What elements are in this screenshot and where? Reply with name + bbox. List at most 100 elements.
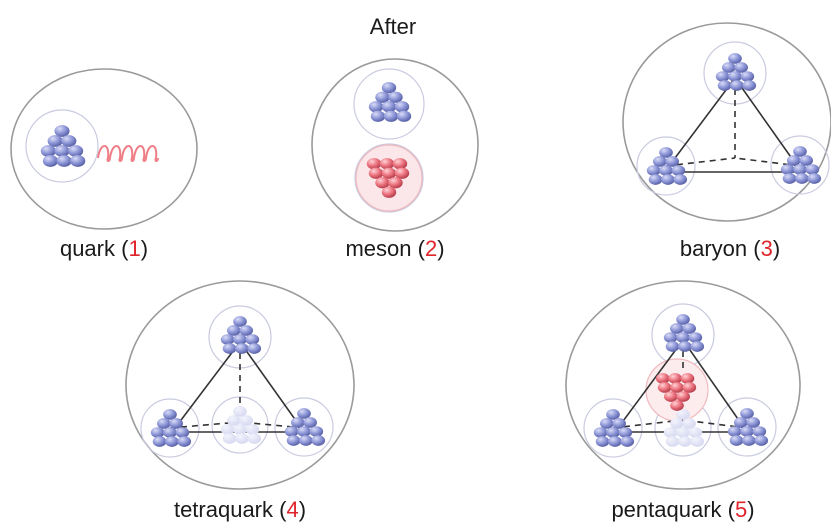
- tetraquark-left-cluster-ball: [163, 427, 177, 438]
- tetraquark-center-cluster-ball: [226, 415, 241, 426]
- meson-antiquark-cluster-ball: [379, 158, 395, 170]
- quark-cluster-ball: [54, 145, 70, 157]
- tetraquark-left-cluster-ball: [169, 418, 184, 429]
- meson-quark-sphere: [353, 68, 425, 140]
- meson-antiquark-cluster-ball: [375, 177, 390, 189]
- pentaquark-right-cluster-ball: [729, 435, 744, 446]
- baryon-right-cluster-ball: [795, 173, 809, 184]
- tetraquark-hadron-boundary: [125, 280, 355, 490]
- meson-quark-cluster-ball: [383, 110, 399, 122]
- quark-cluster-ball: [70, 155, 86, 167]
- pentaquark-antiquark-cluster-ball: [676, 391, 691, 402]
- tetraquark-left-sphere: [140, 398, 200, 458]
- pentaquark-center-cluster-ball: [669, 418, 684, 429]
- tetraquark-left-cluster-ball: [177, 436, 192, 447]
- pentaquark-right-cluster-ball: [752, 426, 767, 437]
- tetraquark-right-cluster-ball: [309, 426, 324, 437]
- tetraquark-left-cluster-ball: [175, 427, 190, 438]
- baryon-top-cluster-ball: [734, 62, 749, 73]
- tetraquark-right-cluster-ball: [311, 435, 326, 446]
- caption-baryon-name: baryon: [679, 236, 748, 261]
- baryon-top-cluster-ball: [728, 53, 742, 64]
- tetraquark-center-cluster-ball: [233, 424, 247, 435]
- caption-tetraquark-number: 4: [286, 497, 299, 522]
- pentaquark-center-cluster: [663, 409, 705, 447]
- caption-tetraquark: tetraquark (4): [173, 497, 307, 522]
- meson-quark-cluster-ball: [381, 101, 397, 113]
- pentaquark-antiquark-cluster-ball: [680, 373, 695, 384]
- pentaquark-left-cluster-ball: [606, 427, 620, 438]
- caption-quark-number: 1: [128, 236, 141, 261]
- pentaquark-string-right: [682, 339, 748, 433]
- tetraquark-top-cluster-ball: [233, 316, 247, 327]
- tetraquark-right-cluster-ball: [284, 426, 299, 437]
- baryon-left-cluster-ball: [648, 174, 663, 185]
- baryon-left-cluster-ball: [646, 165, 661, 176]
- pentaquark-left-cluster-ball: [618, 427, 633, 438]
- tetraquark-left-cluster-ball: [152, 436, 167, 447]
- pentaquark-antiquark-cluster-ball: [668, 373, 682, 384]
- tetraquark-center-cluster-ball: [220, 424, 235, 435]
- pentaquark-right-cluster-ball: [727, 426, 742, 437]
- baryon-left-cluster-ball: [652, 156, 667, 167]
- pentaquark-antiquark-cluster-ball: [670, 400, 684, 411]
- tetraquark-right-sphere: [274, 397, 334, 457]
- tetraquark-top-cluster-ball: [247, 343, 262, 354]
- baryon-top-cluster-ball: [730, 80, 744, 91]
- quark-cluster-ball: [61, 135, 77, 147]
- baryon-left-cluster-ball: [673, 174, 688, 185]
- pentaquark-top-cluster-ball: [676, 314, 690, 325]
- pentaquark-top-cluster-ball: [663, 332, 678, 343]
- pentaquark-top-cluster: [663, 314, 705, 352]
- pentaquark-antiquark-cluster-ball: [657, 382, 672, 393]
- tetraquark-left-cluster-ball: [163, 409, 177, 420]
- figure-title: After: [369, 14, 417, 39]
- tetraquark-top-cluster-ball: [220, 334, 235, 345]
- meson-quark-cluster-ball: [381, 82, 397, 94]
- pentaquark-center-cluster-ball: [663, 427, 678, 438]
- tetraquark-center-cluster-ball: [239, 415, 254, 426]
- tetraquark-right-cluster-ball: [297, 426, 311, 437]
- caption-meson-number: 2: [424, 236, 438, 261]
- baryon-left-cluster-ball: [671, 165, 686, 176]
- tetraquark-string-left: [171, 341, 241, 433]
- baryon-right-cluster-ball: [786, 155, 801, 166]
- baryon-left-cluster-ball: [665, 156, 680, 167]
- pentaquark-center-cluster-ball: [676, 409, 690, 420]
- pentaquark-right-cluster-ball: [754, 435, 769, 446]
- tetraquark-top-cluster: [220, 316, 262, 354]
- pentaquark-right-cluster-ball: [733, 417, 748, 428]
- baryon-top-cluster-ball: [717, 80, 732, 91]
- pentaquark-left-cluster: [593, 409, 635, 447]
- pentaquark-antiquark-cluster-ball: [682, 382, 697, 393]
- caption-baryon-number: 3: [760, 236, 773, 261]
- tetraquark-top-cluster-ball: [235, 343, 249, 354]
- tetraquark-right-cluster-ball: [303, 417, 318, 428]
- meson-antiquark-cluster-ball: [381, 167, 397, 179]
- baryon-right-cluster-ball: [793, 146, 807, 157]
- pentaquark-top-cluster-ball: [678, 341, 692, 352]
- pentaquark-left-cluster-ball: [612, 418, 627, 429]
- baryon-string-left: [665, 77, 736, 171]
- pentaquark-top-cluster-ball: [669, 323, 684, 334]
- tetraquark-right-cluster-ball: [286, 435, 301, 446]
- quark-cluster: [40, 125, 86, 167]
- meson-quark-cluster-ball: [368, 101, 384, 113]
- tetraquark-top-cluster-ball: [226, 325, 241, 336]
- pentaquark-top-cluster-ball: [682, 323, 697, 334]
- tetraquark-right-cluster-ball: [297, 408, 311, 419]
- tetraquark-center-cluster-ball: [247, 433, 262, 444]
- baryon-right-cluster-ball: [782, 173, 797, 184]
- caption-meson-name: meson: [345, 236, 412, 261]
- quark-cluster-ball: [42, 155, 59, 167]
- pentaquark-center-cluster-ball: [682, 418, 697, 429]
- caption-quark: quark (1): [59, 236, 149, 261]
- pentaquark-right-cluster-ball: [740, 426, 754, 437]
- pentaquark-antiquark-cluster-ball: [670, 382, 684, 393]
- baryon-right-cluster-ball: [807, 173, 822, 184]
- caption-pentaquark-name: pentaquark: [611, 497, 722, 522]
- meson-antiquark-cluster-ball: [388, 177, 403, 189]
- quark-cluster-ball: [40, 145, 56, 157]
- baryon-right-cluster-ball: [805, 164, 820, 175]
- baryon-top-cluster-ball: [721, 62, 736, 73]
